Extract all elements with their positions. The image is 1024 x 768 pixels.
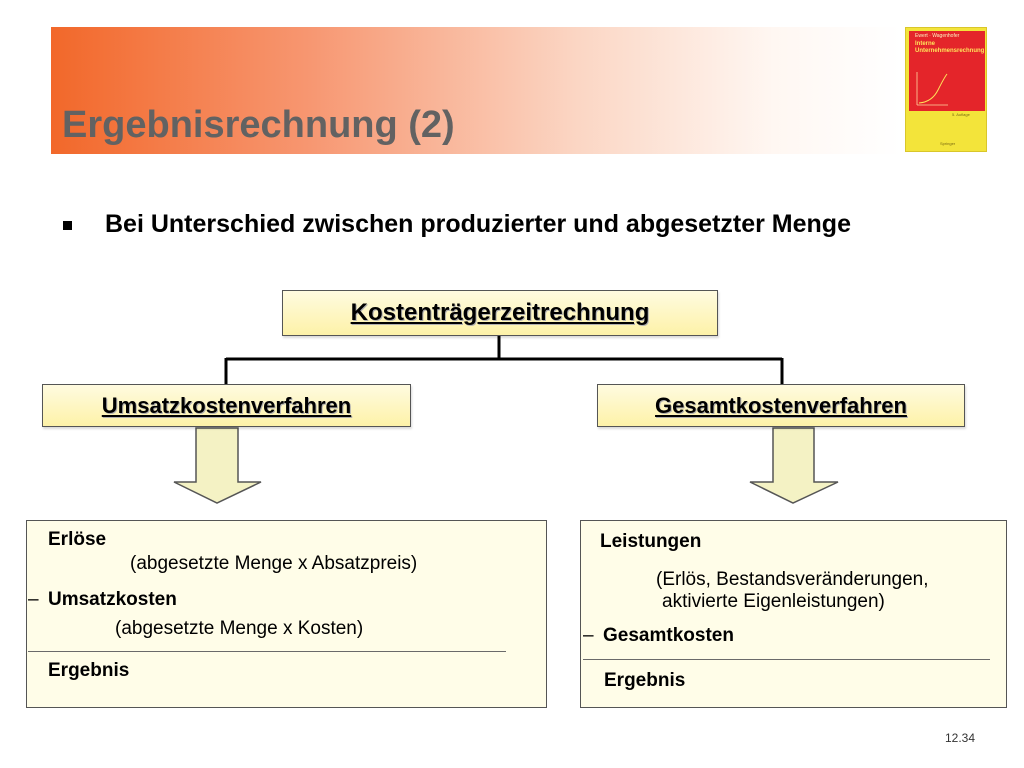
left-erloese-label: Erlöse (48, 529, 107, 550)
right-result-rule (583, 659, 990, 660)
left-method-label: Umsatzkostenverfahren (101, 392, 352, 418)
book-title-line1: Interne (915, 41, 936, 47)
book-cover-panel (909, 31, 985, 111)
left-result-rule (28, 651, 506, 652)
slide-title: Ergebnisrechnung (2) (62, 104, 455, 146)
book-title-line2: Unternehmensrechnung (915, 48, 985, 54)
book-publisher: Springer (940, 141, 956, 146)
book-edition: 5. Auflage (952, 112, 970, 117)
left-umsatzkosten-label: Umsatzkosten (48, 589, 177, 610)
left-ergebnis-label: Ergebnis (48, 660, 130, 681)
left-erloese-formula: (abgesetzte Menge x Absatzpreis) (130, 553, 418, 574)
right-ergebnis-label: Ergebnis (604, 670, 686, 691)
umsatzkosten-panel (26, 520, 547, 708)
left-minus-sign: – (28, 589, 39, 610)
right-gesamtkosten-label: Gesamtkosten (603, 625, 734, 646)
right-down-arrow-icon (749, 427, 839, 504)
bullet-square-icon (63, 221, 72, 230)
book-plot-icon (916, 72, 948, 106)
book-cover-image: Ewert · Wagenhofer Interne Unternehmensr… (905, 27, 987, 152)
left-umsatzkosten-formula: (abgesetzte Menge x Kosten) (115, 618, 364, 639)
kostentraegerzeitrechnung-box: Kostenträgerzeitrechnung (282, 290, 718, 336)
title-banner (51, 27, 901, 154)
right-method-label: Gesamtkostenverfahren (655, 392, 907, 418)
right-leistungen-detail-line2: aktivierte Eigenleistungen) (662, 591, 885, 612)
gesamtkosten-panel (580, 520, 1007, 708)
book-authors: Ewert · Wagenhofer (915, 33, 960, 39)
bullet-text: Bei Unterschied zwischen produzierter un… (105, 210, 851, 238)
umsatzkostenverfahren-box: Umsatzkostenverfahren (42, 384, 411, 427)
page-number: 12.34 (945, 731, 976, 745)
left-down-arrow-icon (173, 427, 262, 504)
right-leistungen-label: Leistungen (600, 531, 702, 552)
right-minus-sign: – (583, 625, 594, 646)
gesamtkostenverfahren-box: Gesamtkostenverfahren (597, 384, 965, 427)
book-title: Interne Unternehmensrechnung (915, 41, 984, 55)
root-label: Kostenträgerzeitrechnung (350, 299, 650, 326)
right-leistungen-detail-line1: (Erlös, Bestandsveränderungen, (656, 569, 929, 590)
